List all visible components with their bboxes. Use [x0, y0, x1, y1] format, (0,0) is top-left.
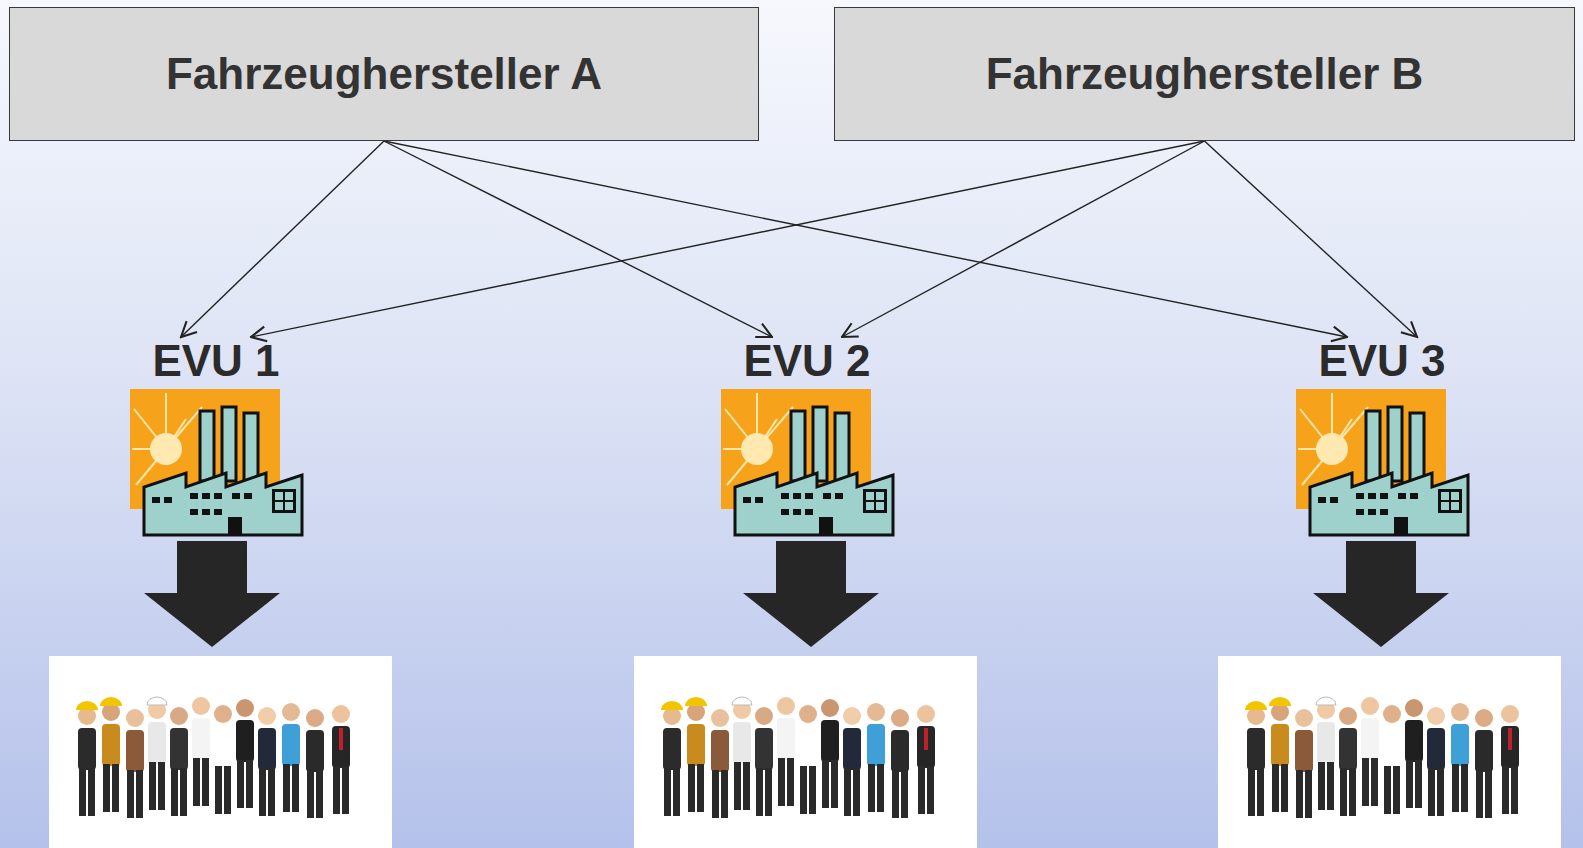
down-arrow: [144, 541, 280, 647]
manufacturer-box: Fahrzeughersteller A: [9, 7, 759, 141]
down-arrow: [1313, 541, 1449, 647]
factory-icon: [705, 389, 909, 537]
manufacturer-label: Fahrzeughersteller A: [166, 49, 602, 99]
people-photo: [1218, 656, 1561, 848]
evu-label: EVU 3: [1280, 337, 1484, 385]
factory-icon: [1280, 389, 1484, 537]
supply-arrow: [842, 141, 1205, 337]
down-arrows: [144, 541, 1449, 647]
supply-arrow: [1205, 141, 1418, 337]
down-arrow: [743, 541, 879, 647]
supply-arrow: [181, 141, 384, 337]
people-photos: [49, 656, 1561, 848]
manufacturer-box: Fahrzeughersteller B: [834, 7, 1575, 141]
manufacturer-label: Fahrzeughersteller B: [986, 49, 1424, 99]
evu-label: EVU 1: [114, 337, 318, 385]
evu-label: EVU 2: [705, 337, 909, 385]
evu-node: EVU 2: [705, 337, 909, 537]
people-photo: [49, 656, 392, 848]
people-photo: [634, 656, 977, 848]
factory-icon: [114, 389, 318, 537]
evu-node: EVU 1: [114, 337, 318, 537]
supply-arrow: [384, 141, 1347, 337]
supply-arrow: [251, 141, 1205, 337]
evu-node: EVU 3: [1280, 337, 1484, 537]
supply-arrow: [384, 141, 772, 337]
